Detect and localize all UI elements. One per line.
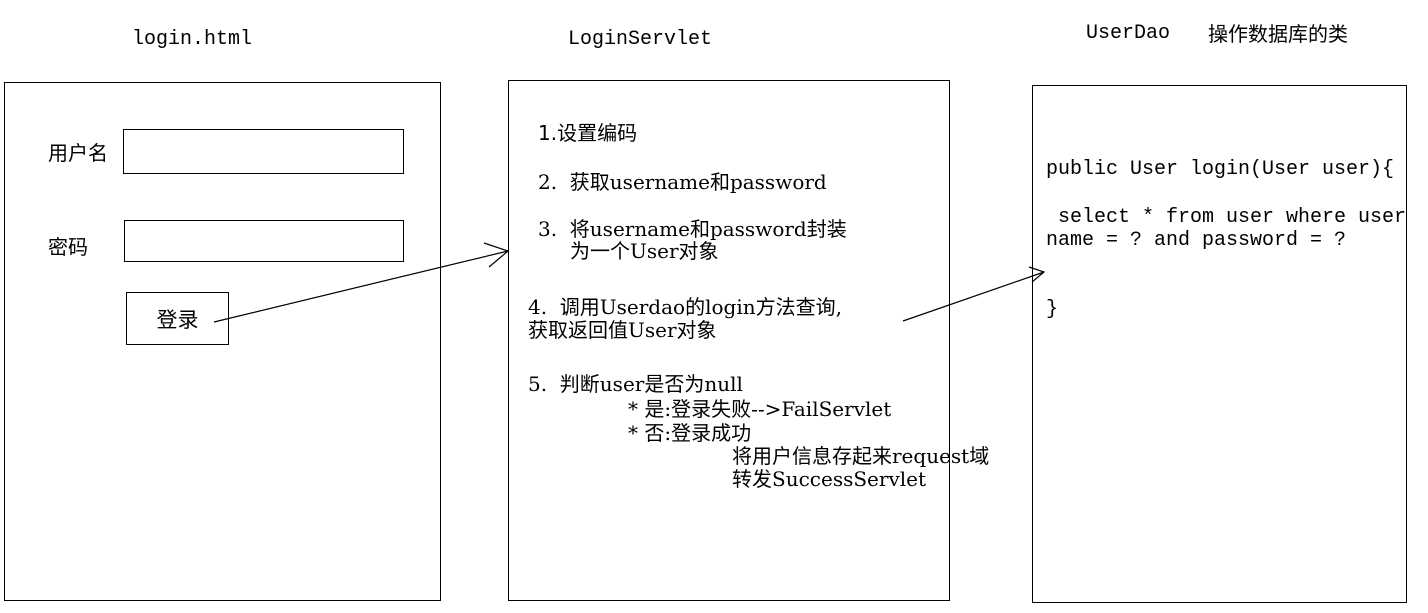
- servlet-step-5-no: * 否:登录成功: [628, 421, 752, 445]
- servlet-title: LoginServlet: [568, 28, 713, 51]
- servlet-step-4-line-2: 获取返回值User对象: [528, 318, 717, 342]
- arrow-servlet-to-dao: [902, 271, 1045, 322]
- dao-subtitle: 操作数据库的类: [1208, 22, 1348, 46]
- servlet-step-5-no-detail-1: 将用户信息存起来request域: [732, 444, 990, 468]
- servlet-step-5: 5. 判断user是否为null: [528, 372, 743, 396]
- arrow-login-to-servlet: [213, 250, 509, 323]
- servlet-step-5-yes: * 是:登录失败-->FailServlet: [628, 397, 892, 421]
- servlet-step-4-line-1: 4. 调用Userdao的login方法查询,: [528, 295, 842, 319]
- dao-title: UserDao: [1086, 22, 1171, 45]
- servlet-step-2: 2. 获取username和password: [538, 170, 827, 194]
- servlet-box: [508, 80, 950, 601]
- servlet-step-5-no-detail-2: 转发SuccessServlet: [732, 467, 927, 491]
- servlet-step-3-line-2: 为一个User对象: [570, 239, 719, 263]
- username-label: 用户名: [48, 141, 108, 165]
- arrow-servlet-to-dao-head: [1028, 266, 1046, 283]
- dao-query-line-2: name = ? and password = ?: [1046, 229, 1347, 252]
- servlet-step-3-line-1: 3. 将username和password封装: [538, 217, 847, 241]
- dao-box: [1032, 85, 1407, 603]
- login-page-title: login.html: [132, 28, 253, 51]
- dao-method-signature: public User login(User user){: [1046, 158, 1395, 181]
- login-button[interactable]: 登录: [126, 292, 229, 345]
- arrow-login-to-servlet-head: [483, 242, 510, 268]
- dao-query-line-1: select * from user where user: [1046, 206, 1407, 229]
- password-field[interactable]: [124, 220, 404, 262]
- password-label: 密码: [48, 235, 88, 259]
- username-field[interactable]: [123, 129, 404, 174]
- dao-close-brace: }: [1046, 298, 1059, 321]
- servlet-step-1: 1.设置编码: [538, 121, 638, 145]
